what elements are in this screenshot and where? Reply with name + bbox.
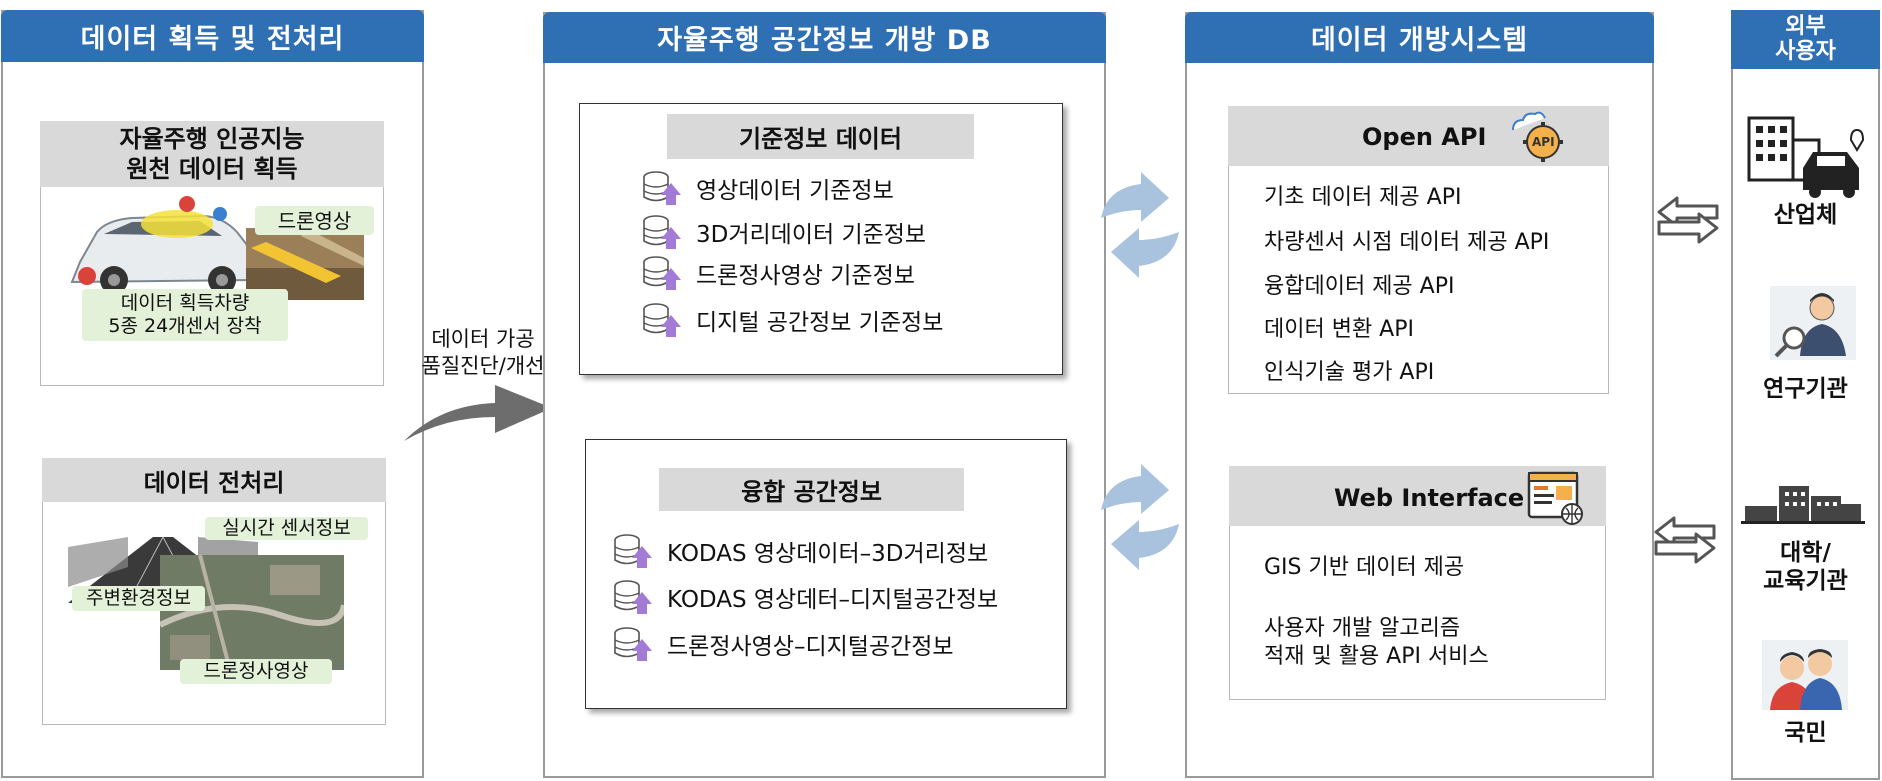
vehicle-tag: 데이터 획득차량 5종 24개센서 장착 [82, 289, 288, 341]
database-icon [643, 303, 681, 337]
base-info-item: 드론정사영상 기준정보 [642, 256, 915, 290]
database-icon [643, 256, 681, 290]
user-research-label: 연구기관 [1763, 376, 1848, 402]
drone-photo [246, 228, 364, 300]
web-item-algorithm-line2: 적재 및 활용 API 서비스 [1264, 644, 1489, 669]
panel-data-acquisition-header: 데이터 획득 및 전처리 [1, 10, 424, 62]
environment-info-tag: 주변환경정보 [72, 586, 205, 611]
open-api-item: 데이터 변환 API [1264, 317, 1414, 342]
realtime-sensor-tag: 실시간 센서정보 [205, 517, 368, 540]
industry-icon [1747, 116, 1865, 198]
fusion-info-title: 융합 공간정보 [659, 468, 964, 511]
base-info-item-label: 3D거리데이터 기준정보 [696, 222, 927, 248]
acquisition-title-line1: 자율주행 인공지능 [119, 125, 305, 153]
panel-open-db-header: 자율주행 공간정보 개방 DB [543, 12, 1106, 63]
fusion-info-item-label: 드론정사영상–디지털공간정보 [667, 634, 954, 660]
open-api-item: 인식기술 평가 API [1264, 360, 1435, 385]
vehicle-tag-line1: 데이터 획득차량 [120, 292, 250, 315]
base-info-item: 영상데이터 기준정보 [642, 171, 894, 205]
user-university-label-line1: 대학/ [1780, 540, 1831, 566]
panel-open-system-header: 데이터 개방시스템 [1185, 12, 1654, 63]
preprocessing-title: 데이터 전처리 [42, 458, 386, 502]
open-api-item: 기초 데이터 제공 API [1264, 185, 1462, 210]
base-info-item-label: 디지털 공간정보 기준정보 [696, 310, 944, 336]
fusion-info-item-label: KODAS 영상데터–디지털공간정보 [667, 587, 999, 613]
drone-ortho-tag: 드론정사영상 [180, 659, 332, 684]
sync-arrows-icon [1101, 464, 1179, 570]
api-gear-icon: API [1507, 108, 1567, 164]
base-info-item: 3D거리데이터 기준정보 [642, 215, 926, 249]
university-icon [1741, 486, 1865, 524]
user-university-label-line2: 교육기관 [1763, 567, 1848, 594]
exchange-arrows-icon [1657, 196, 1719, 244]
base-info-item-label: 드론정사영상 기준정보 [696, 263, 915, 289]
panel-external-users-header-line2: 사용자 [1775, 38, 1836, 64]
fusion-info-item: KODAS 영상데이터–3D거리정보 [613, 534, 988, 568]
open-api-title: Open API [1362, 123, 1487, 151]
api-gear-icon-text: API [1532, 135, 1555, 149]
researcher-icon [1770, 286, 1856, 360]
base-info-title: 기준정보 데이터 [667, 114, 974, 159]
fusion-info-item-label: KODAS 영상데이터–3D거리정보 [667, 541, 989, 567]
citizen-icon [1762, 640, 1848, 710]
database-icon [614, 580, 652, 614]
open-api-item: 융합데이터 제공 API [1264, 274, 1455, 299]
user-university-label: 대학/ 교육기관 [1731, 540, 1880, 595]
web-item-gis: GIS 기반 데이터 제공 [1264, 555, 1465, 580]
panel-external-users-header-line1: 외부 [1785, 14, 1826, 40]
acquisition-title-line2: 원천 데이터 획득 [126, 155, 298, 183]
web-window-icon [1527, 471, 1583, 525]
flow-label: 데이터 가공 품질진단/개선 [413, 326, 553, 381]
database-icon [614, 534, 652, 568]
base-info-item: 디지털 공간정보 기준정보 [642, 303, 943, 337]
drone-video-tag: 드론영상 [255, 206, 374, 235]
flow-label-line1: 데이터 가공 [431, 327, 535, 351]
flow-label-line2: 품질진단/개선 [421, 354, 545, 379]
database-icon [614, 627, 652, 661]
database-icon [643, 171, 681, 205]
user-citizen-label: 국민 [1784, 720, 1827, 746]
open-api-item: 차량센서 시점 데이터 제공 API [1264, 230, 1550, 255]
web-item-algorithm-line1: 사용자 개발 알고리즘 [1264, 616, 1461, 641]
user-industry-label: 산업체 [1773, 202, 1838, 228]
flow-arrow [404, 385, 552, 441]
fusion-info-item: KODAS 영상데터–디지털공간정보 [613, 580, 998, 614]
acquisition-title: 자율주행 인공지능 원천 데이터 획득 [40, 121, 384, 187]
fusion-info-item: 드론정사영상–디지털공간정보 [613, 627, 954, 661]
orthophoto-image [160, 555, 344, 670]
web-interface-title: Web Interface [1334, 484, 1525, 512]
base-info-item-label: 영상데이터 기준정보 [696, 178, 894, 204]
exchange-arrows-icon [1654, 516, 1716, 564]
panel-external-users-header: 외부 사용자 [1731, 10, 1880, 69]
database-icon [643, 215, 681, 249]
vehicle-photo [62, 192, 262, 307]
sync-arrows-icon [1101, 172, 1179, 278]
vehicle-tag-line2: 5종 24개센서 장착 [108, 315, 262, 337]
